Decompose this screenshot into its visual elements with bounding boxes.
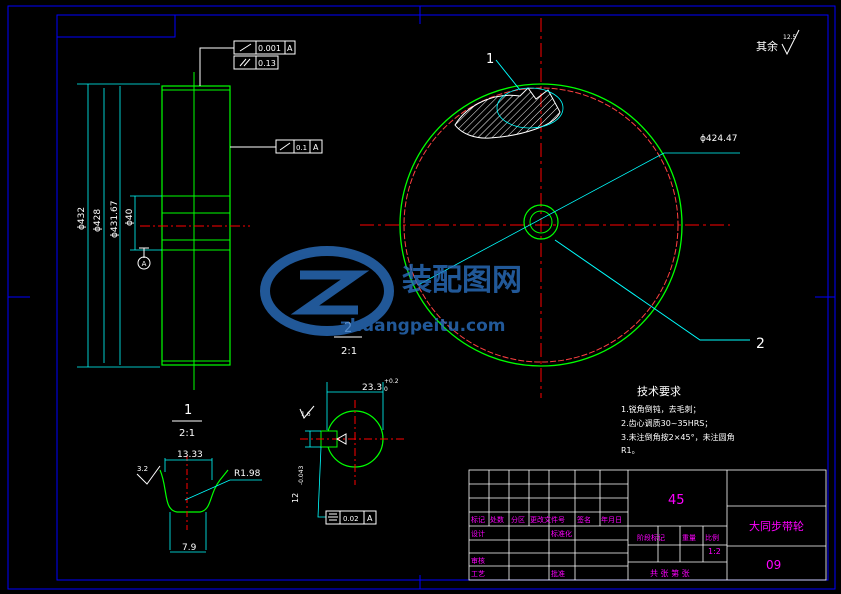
tb-part-name: 大同步带轮 xyxy=(749,519,804,533)
fcf-parallel: 0.13 xyxy=(233,55,279,70)
tb-row-standard: 标准化 xyxy=(551,529,572,538)
tb-row-review: 审核 xyxy=(471,556,485,565)
roughness-32-icon xyxy=(136,465,161,485)
fcf-symmetry-datum-letter: A xyxy=(367,514,373,523)
dim-tooth-top: 13.33 xyxy=(177,450,203,460)
tb-row-process: 工艺 xyxy=(471,570,485,578)
watermark-z-icon xyxy=(290,270,370,315)
tech-req-item-3: 3.未注倒角按2×45°，未注圆角 xyxy=(621,432,735,442)
fcf-runout-datum: A xyxy=(287,44,293,53)
technical-requirements: 技术要求 1.锐角倒钝，去毛刺； 2.齿心调质30~35HRS； 3.未注倒角按… xyxy=(621,385,735,455)
callout-2: 2 xyxy=(756,336,765,352)
tb-row-approve: 批准 xyxy=(551,569,565,578)
dim-keyway-depth: 23.3 xyxy=(362,383,382,393)
tech-req-item-4: R1。 xyxy=(621,446,640,455)
tb-mark-2: 分区 xyxy=(511,515,525,524)
dim-tooth-radius: R1.98 xyxy=(234,469,261,479)
fcf-symmetry-value: 0.02 xyxy=(343,515,359,523)
runout2-symbol-icon xyxy=(279,142,291,151)
tb-material: 45 xyxy=(668,493,685,508)
fcf-runout2-value: 0.1 xyxy=(296,144,307,152)
detail-view-1: 1 2:1 13.33 R1.98 7.9 3.2 xyxy=(136,403,262,553)
parallel-symbol-icon xyxy=(239,58,247,67)
dim-keyway-depth-tol-low: 0 xyxy=(384,386,388,393)
dim-keyway-width-tol: -0.043 xyxy=(298,465,305,485)
tech-req-item-2: 2.齿心调质30~35HRS； xyxy=(621,418,712,428)
roughness-32-value: 3.2 xyxy=(137,465,148,473)
tb-sheets: 共 张 第 张 xyxy=(650,568,690,578)
tooth-section-hatch xyxy=(454,87,561,139)
dim-d40: ϕ40 xyxy=(125,208,135,226)
tb-mark-1: 处数 xyxy=(490,515,504,524)
roughness-value: 12.5 xyxy=(783,34,797,41)
roughness-symbol-icon xyxy=(781,29,800,56)
detail-view-2: 2 2:1 23.3 +0.2 0 12 -0.043 1.6 0.02 xyxy=(291,321,405,525)
dim-keyway-depth-tol: +0.2 xyxy=(384,378,399,385)
dim-d428: ϕ428 xyxy=(93,209,103,232)
bore-circle xyxy=(529,210,553,234)
front-view: 1 2 ϕ424.47 xyxy=(360,18,765,398)
watermark: 装配图网 zhuangpeitu.com xyxy=(260,246,522,336)
tb-mark-0: 标记 xyxy=(471,515,485,524)
watermark-url: zhuangpeitu.com xyxy=(340,316,506,336)
corner-box xyxy=(56,14,176,38)
watermark-logo-icon xyxy=(260,246,394,336)
fcf-symmetry-datum xyxy=(363,510,377,525)
fcf-leader-top xyxy=(199,47,234,86)
tooth-dimension-lines xyxy=(164,458,262,553)
tech-req-title: 技术要求 xyxy=(637,385,681,398)
roughness-arrow-icon xyxy=(335,433,347,445)
dim-d432: ϕ432 xyxy=(77,207,87,230)
callout-1: 1 xyxy=(486,52,494,67)
datum-circle xyxy=(137,256,151,270)
tb-mark-5: 年月日 xyxy=(601,515,622,524)
surface-roughness-note: 其余 12.5 xyxy=(756,29,800,56)
detail-1-circle xyxy=(496,87,564,129)
datum-letter: A xyxy=(142,260,147,268)
title-block xyxy=(468,469,827,581)
tb-scale: 1:2 xyxy=(708,547,721,556)
callout-2-leader xyxy=(554,239,750,341)
fcf-runout2-datum: A xyxy=(313,143,319,152)
tb-mark-4: 签名 xyxy=(577,515,591,524)
runout-symbol-icon xyxy=(239,43,252,52)
roughness-16-value: 1.6 xyxy=(301,411,311,418)
fcf-runout-value: 0.001 xyxy=(258,44,281,53)
dim-d42447-line xyxy=(417,152,740,286)
title-block-text: 标记 处数 分区 更改文件号 签名 年月日 设计 标准化 审核 工艺 批准 阶段… xyxy=(471,493,804,578)
pulley-pitch-circle xyxy=(403,87,679,363)
dim-d43167: ϕ431.67 xyxy=(110,201,120,238)
tb-drawing-no: 09 xyxy=(766,558,781,572)
tb-weight: 重量 xyxy=(682,534,696,542)
watermark-brand: 装配图网 xyxy=(402,263,522,298)
fcf-parallel-value: 0.13 xyxy=(258,59,276,68)
side-dimension-lines xyxy=(77,83,162,368)
roughness-prefix: 其余 xyxy=(756,39,778,53)
dim-d42447: ϕ424.47 xyxy=(700,134,737,144)
pulley-outer-circle xyxy=(399,83,683,367)
detail-1-label: 1 xyxy=(184,403,192,418)
callout-1-leader xyxy=(495,59,521,91)
tb-mark-3: 更改文件号 xyxy=(530,515,565,524)
hub-circle xyxy=(523,204,559,240)
side-view: ϕ432 ϕ428 ϕ431.67 ϕ40 A 0.001 A 0.13 xyxy=(77,40,323,390)
tb-scale-label: 比例 xyxy=(705,533,719,542)
keyway-dimension-lines xyxy=(305,382,384,518)
fcf-runout: 0.001 A xyxy=(233,40,296,55)
detail-2-scale: 2:1 xyxy=(341,346,357,357)
dim-keyway-width: 12 xyxy=(291,493,300,503)
dim-tooth-bottom: 7.9 xyxy=(182,543,197,553)
tooth-profile xyxy=(159,469,229,513)
roughness-16-icon xyxy=(299,405,315,419)
fcf-runout-2: 0.1 A xyxy=(275,139,323,154)
tech-req-item-1: 1.锐角倒钝，去毛刺； xyxy=(621,404,701,414)
detail-1-scale: 2:1 xyxy=(179,428,195,439)
tb-row-design: 设计 xyxy=(471,529,485,538)
tb-stage: 阶段标记 xyxy=(637,533,665,542)
